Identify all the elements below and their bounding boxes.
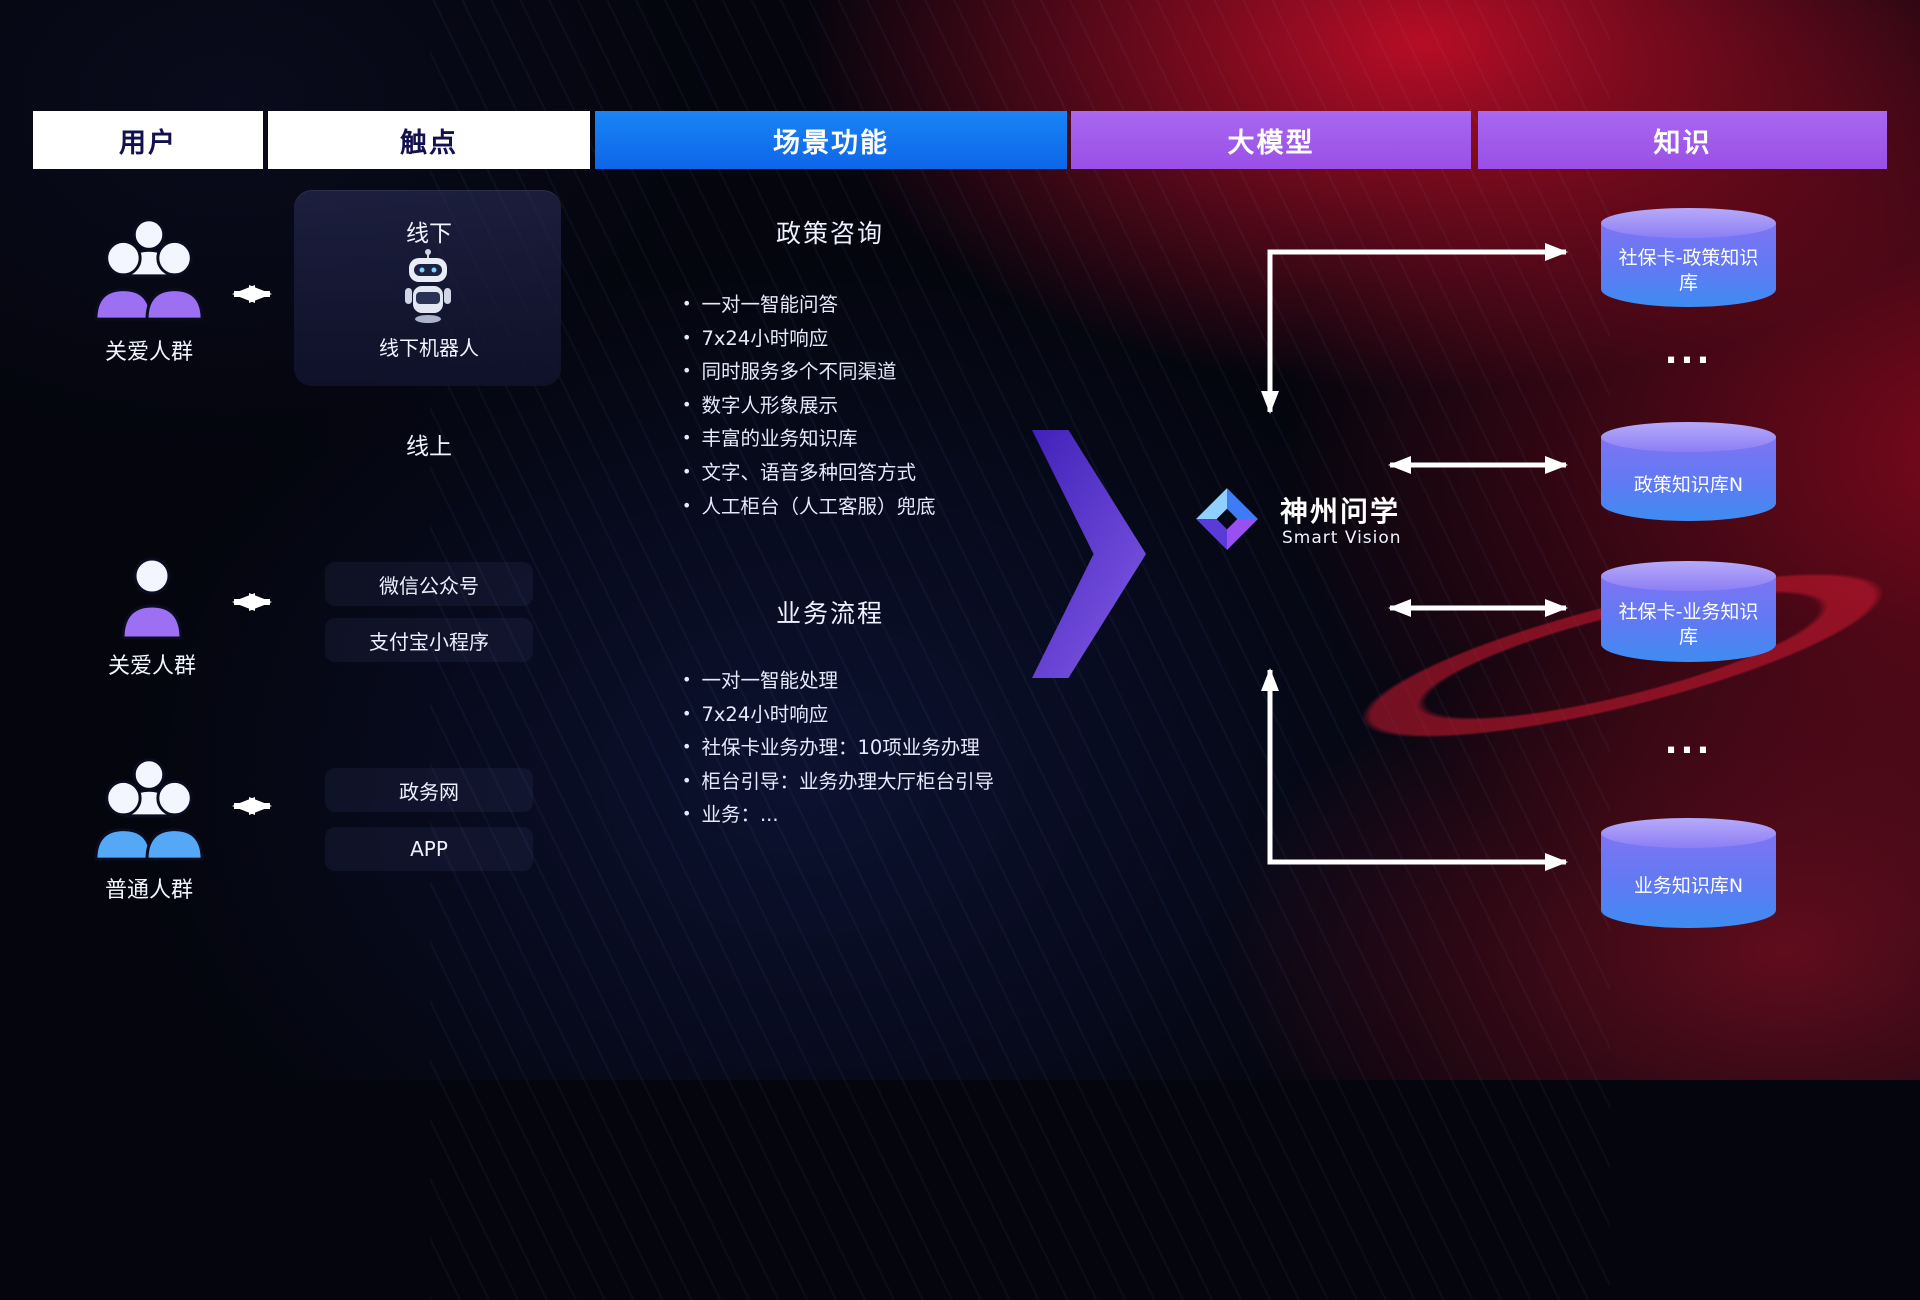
cylinder-top bbox=[1601, 422, 1776, 452]
arrow-model-db1 bbox=[1261, 243, 1568, 414]
header-knowledge: 知识 bbox=[1478, 111, 1887, 169]
policy-item: 数字人形象展示 bbox=[682, 390, 1112, 424]
header-users: 用户 bbox=[33, 111, 263, 169]
business-item: 业务：... bbox=[682, 799, 1112, 833]
header-large-model: 大模型 bbox=[1071, 111, 1471, 169]
people-group-purple-icon bbox=[94, 218, 204, 321]
business-item: 7x24小时响应 bbox=[682, 699, 1112, 733]
policy-item: 人工柜台（人工客服）兜底 bbox=[682, 491, 1112, 525]
policy-item: 同时服务多个不同渠道 bbox=[682, 356, 1112, 390]
channel-gov-web: 政务网 bbox=[325, 768, 533, 812]
policy-bullet-list: 一对一智能问答 7x24小时响应 同时服务多个不同渠道 数字人形象展示 丰富的业… bbox=[682, 289, 1112, 524]
smart-vision-logo-icon bbox=[1196, 488, 1258, 550]
cylinder-label: 业务知识库N bbox=[1601, 833, 1776, 928]
model-name: 神州问学 bbox=[1280, 495, 1401, 528]
ellipsis: ... bbox=[1664, 722, 1713, 762]
arrow-model-db4 bbox=[1261, 668, 1568, 871]
user-group2-label: 关爱人群 bbox=[107, 654, 196, 679]
online-title: 线上 bbox=[406, 434, 452, 460]
policy-consulting-title: 政策咨询 bbox=[775, 219, 884, 248]
offline-robot-label: 线下机器人 bbox=[379, 336, 479, 360]
person-purple-icon bbox=[121, 557, 183, 640]
business-process-title: 业务流程 bbox=[775, 599, 884, 628]
people-group-blue-icon bbox=[94, 758, 204, 861]
cylinder-label: 社保卡-政策知识库 bbox=[1601, 223, 1776, 307]
policy-item: 一对一智能问答 bbox=[682, 289, 1112, 323]
channel-alipay-miniapp: 支付宝小程序 bbox=[325, 618, 533, 662]
robot-icon bbox=[405, 249, 451, 323]
business-bullet-list: 一对一智能处理 7x24小时响应 社保卡业务办理：10项业务办理 柜台引导：业务… bbox=[682, 665, 1112, 833]
header-touchpoints: 触点 bbox=[268, 111, 590, 169]
policy-item: 7x24小时响应 bbox=[682, 323, 1112, 357]
model-subtitle: Smart Vision bbox=[1282, 528, 1402, 548]
business-item: 一对一智能处理 bbox=[682, 665, 1112, 699]
background-red-swoosh bbox=[1156, 511, 1920, 1229]
user-group3-label: 普通人群 bbox=[104, 878, 193, 903]
channel-app: APP bbox=[325, 827, 533, 871]
cylinder-top bbox=[1601, 208, 1776, 238]
user-group1-label: 关爱人群 bbox=[104, 340, 193, 365]
header-scenario-functions: 场景功能 bbox=[595, 111, 1067, 169]
business-item: 社保卡业务办理：10项业务办理 bbox=[682, 732, 1112, 766]
cylinder-top bbox=[1601, 561, 1776, 591]
policy-item: 丰富的业务知识库 bbox=[682, 423, 1112, 457]
policy-item: 文字、语音多种回答方式 bbox=[682, 457, 1112, 491]
ellipsis: ... bbox=[1664, 332, 1713, 372]
offline-title: 线下 bbox=[406, 221, 452, 247]
background-light-streaks bbox=[430, 0, 1610, 1300]
cylinder-top bbox=[1601, 818, 1776, 848]
channel-wechat: 微信公众号 bbox=[325, 562, 533, 606]
business-item: 柜台引导：业务办理大厅柜台引导 bbox=[682, 766, 1112, 800]
